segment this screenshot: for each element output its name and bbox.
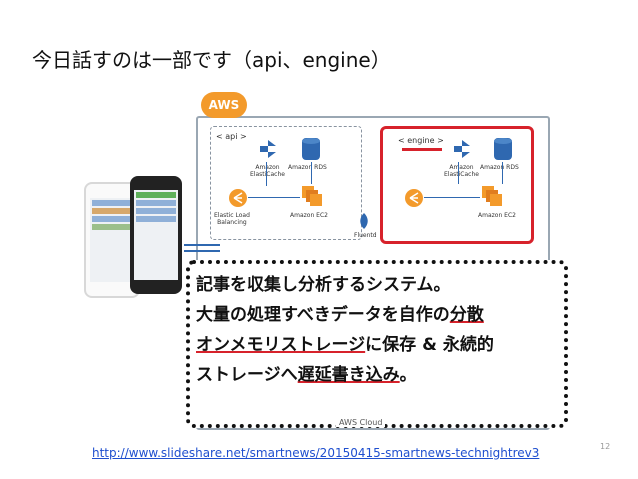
- callout-line-1: 記事を収集し分析するシステム。: [196, 275, 451, 295]
- black-phone: [130, 176, 182, 294]
- smartphones-image: [78, 176, 188, 306]
- engine-rds-icon: [494, 138, 512, 160]
- rds-label: Amazon RDS: [288, 164, 327, 171]
- callout-line-4: ストレージへ遅延書き込み。: [196, 365, 417, 385]
- api-group-box: [210, 126, 362, 240]
- ec2-icon: [302, 186, 322, 206]
- client-connector: [184, 244, 220, 246]
- elb-ec2-connector: [248, 197, 300, 198]
- cache-connector: [266, 162, 267, 186]
- engine-elasticache-icon: [454, 140, 470, 158]
- engine-elb-icon: [405, 189, 423, 207]
- aws-cloud-label: AWS Cloud: [336, 418, 386, 427]
- api-label: < api >: [216, 132, 247, 141]
- engine-ec2-label: Amazon EC2: [478, 212, 516, 219]
- engine-underline: [402, 148, 442, 151]
- engine-label: < engine >: [398, 136, 444, 145]
- elb-icon: [229, 189, 247, 207]
- aws-badge: AWS: [201, 92, 247, 118]
- callout-line-2: 大量の処理すべきデータを自作の分散: [196, 305, 484, 325]
- elb-label: Elastic Load Balancing: [214, 212, 250, 226]
- page-number: 12: [600, 442, 611, 451]
- engine-ec2-icon: [482, 186, 502, 206]
- engine-elasticache-label: Amazon ElastiCache: [444, 164, 479, 178]
- rds-connector: [311, 162, 312, 184]
- engine-group-box: [380, 126, 534, 244]
- engine-rds-label: Amazon RDS: [480, 164, 519, 171]
- engine-rds-connector: [502, 162, 503, 184]
- rds-icon: [302, 138, 320, 160]
- ec2-label: Amazon EC2: [290, 212, 328, 219]
- engine-elb-ec2-connector: [424, 197, 480, 198]
- slide-title: 今日話すのは一部です（api、engine）: [32, 48, 391, 72]
- client-connector: [184, 250, 220, 252]
- source-link[interactable]: http://www.slideshare.net/smartnews/2015…: [92, 446, 540, 460]
- callout-text: 記事を収集し分析するシステム。 大量の処理すべきデータを自作の分散 オンメモリス…: [196, 270, 556, 390]
- architecture-diagram: AWS < api > Amazon ElastiCache Amazon RD…: [78, 92, 568, 432]
- engine-cache-connector: [458, 162, 459, 184]
- callout-line-3: オンメモリストレージに保存 & 永続的: [196, 335, 494, 355]
- elasticache-label: Amazon ElastiCache: [250, 164, 285, 178]
- fluentd-label: Fluentd: [354, 232, 377, 239]
- elasticache-icon: [260, 140, 276, 158]
- callout-box: [186, 260, 568, 428]
- fluentd-icon: [360, 213, 368, 229]
